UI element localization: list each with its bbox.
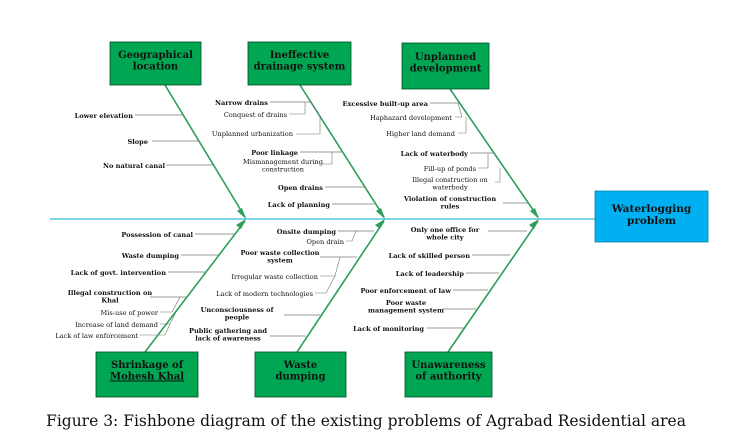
bone-shrinkage-mohesh-khal xyxy=(144,220,246,353)
subconnector-open-drain xyxy=(346,230,357,242)
cause-mis-use-of-power: Mis-use of power xyxy=(101,309,159,317)
category-box-ineffective-drainage xyxy=(247,41,352,86)
subconnector-illegal-waterbody xyxy=(495,168,501,183)
cause-irregular-waste: Irregular waste collection xyxy=(231,273,318,281)
cause-conquest-of-drains: Conquest of drains xyxy=(224,111,288,119)
arrowhead-shrinkage-mohesh-khal xyxy=(236,219,246,229)
category-box-waste-dumping xyxy=(254,351,347,398)
category-box-geographical-location xyxy=(109,41,202,86)
category-box-shrinkage-mohesh-khal xyxy=(95,351,199,398)
subconnector-fill-up-of-ponds xyxy=(478,153,489,169)
effect-box xyxy=(594,190,709,243)
arrowhead-unplanned-development xyxy=(530,208,539,219)
cause-narrow-drains: Narrow drains xyxy=(215,99,268,107)
cause-poor-enforcement-law: Poor enforcement of law xyxy=(360,287,451,295)
cause-open-drain: Open drain xyxy=(306,238,344,246)
category-box-unawareness-authority xyxy=(404,351,493,398)
cause-lack-of-leadership: Lack of leadership xyxy=(396,270,465,278)
cause-onsite-dumping: Onsite dumping xyxy=(277,228,337,236)
cause-waste-dumping: Waste dumping xyxy=(121,252,180,260)
arrowhead-waste-dumping xyxy=(375,219,385,229)
subconnector-lack-modern-tech xyxy=(315,275,336,294)
subconnector-mis-use-of-power xyxy=(160,296,181,313)
figure-caption: Figure 3: Fishbone diagram of the existi… xyxy=(46,412,686,430)
subconnector-unplanned-urbanization xyxy=(296,101,321,135)
arrowhead-ineffective-drainage xyxy=(376,208,385,219)
cause-unplanned-urbanization: Unplanned urbanization xyxy=(212,130,294,138)
arrowhead-unawareness-authority xyxy=(529,219,539,229)
subconnector-haphazard xyxy=(455,102,463,118)
category-box-unplanned-development xyxy=(401,42,490,90)
cause-lack-modern-tech: Lack of modern technologies xyxy=(216,290,313,298)
cause-fill-up-of-ponds: Fill-up of ponds xyxy=(424,165,477,173)
bone-waste-dumping xyxy=(296,220,385,353)
cause-lack-govt-intervention: Lack of govt. intervention xyxy=(71,269,167,277)
bone-unawareness-authority xyxy=(447,220,539,353)
arrowhead-geographical-location xyxy=(237,208,246,219)
cause-lack-of-planning: Lack of planning xyxy=(268,201,331,209)
cause-no-natural-canal: No natural canal xyxy=(103,162,166,170)
cause-higher-land-demand: Higher land demand xyxy=(386,130,456,138)
subconnector-higher-land-demand xyxy=(458,117,467,134)
cause-possession-of-canal: Possession of canal xyxy=(121,231,193,239)
cause-open-drains: Open drains xyxy=(278,184,323,192)
cause-lower-elevation: Lower elevation xyxy=(75,112,134,120)
cause-lack-law-enforcement: Lack of law enforcement xyxy=(55,332,138,340)
bone-geographical-location xyxy=(164,84,246,218)
cause-increase-land-demand: Increase of land demand xyxy=(75,321,159,329)
subconnector-lack-law-enforcement xyxy=(140,323,171,336)
cause-slope: Slope xyxy=(128,138,148,146)
cause-lack-of-monitoring: Lack of monitoring xyxy=(353,325,424,333)
cause-lack-skilled-person: Lack of skilled person xyxy=(389,252,471,260)
cause-lack-of-waterbody: Lack of waterbody xyxy=(401,150,469,158)
cause-excessive-built-up: Excessive built-up area xyxy=(342,100,428,108)
subconnector-conquest-of-drains xyxy=(289,102,306,115)
cause-poor-linkage: Poor linkage xyxy=(251,149,298,157)
subconnector-irregular-waste xyxy=(320,256,341,277)
cause-haphazard: Haphazard development xyxy=(370,114,452,122)
subconnector-mismanagement xyxy=(322,152,333,165)
